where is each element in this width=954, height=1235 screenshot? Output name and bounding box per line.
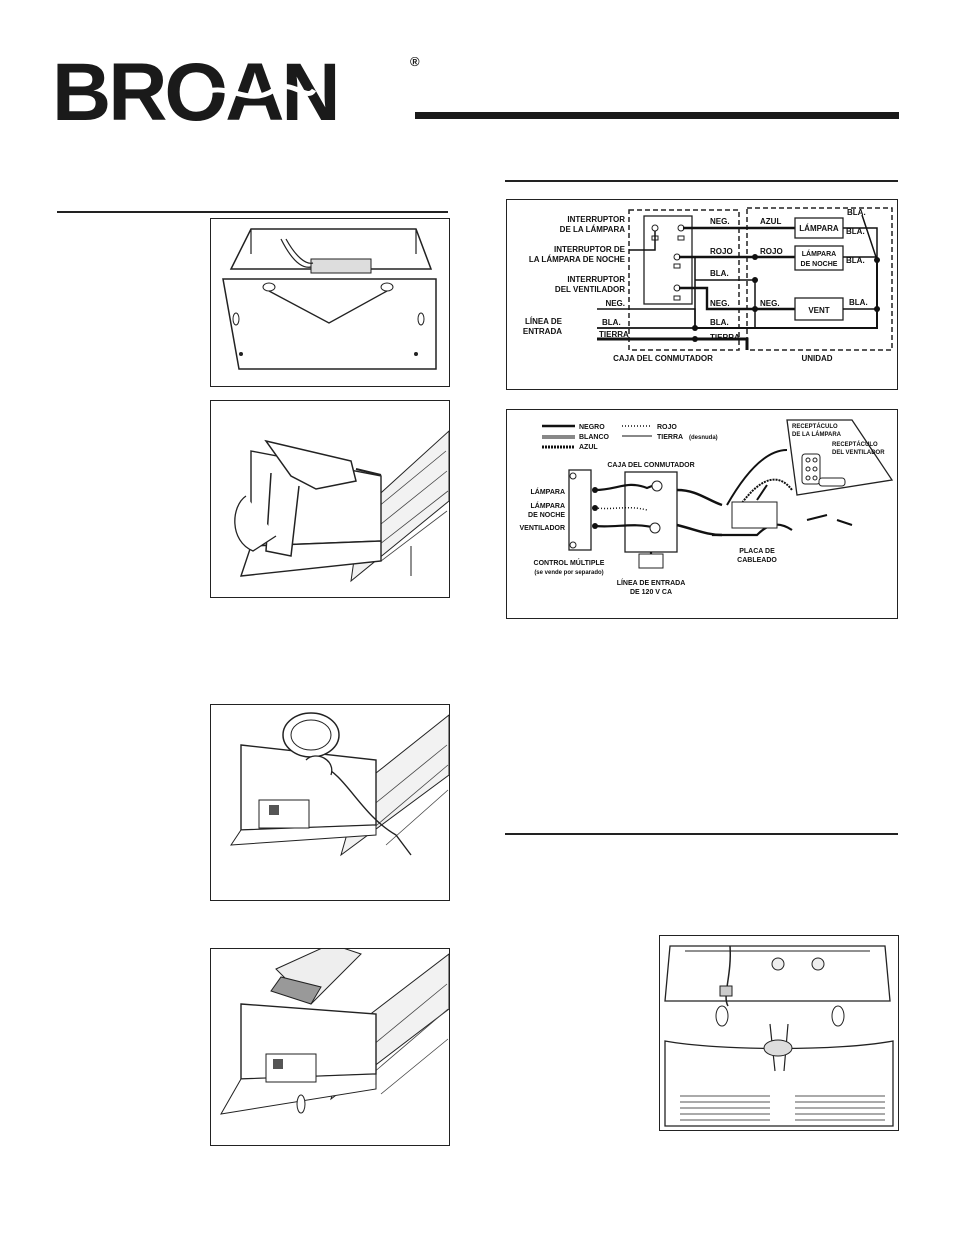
label-bla-unit-2: BLA. [846,227,865,236]
label-fan-switch-2: DEL VENTILADOR [555,285,625,294]
label-linea-2: DE 120 V CA [630,589,672,596]
illustration-duct-attached [210,943,450,1146]
section-unit: UNIDAD [801,354,832,363]
label-tierra-mid: TIERRA [710,333,740,342]
legend-negro: NEGRO [579,424,605,431]
right-section-rule-bottom [505,833,898,835]
component-vent: VENT [808,306,829,315]
label-bla-unit-top: BLA. [847,208,866,217]
component-night-lamp-2: DE NOCHE [801,261,838,268]
label-bla-left: BLA. [602,318,621,327]
illustration-drill-mounting [210,400,450,598]
legend-blanco: BLANCO [579,434,609,441]
label-lampara-noche-1: LÁMPARA [531,501,565,510]
label-bla-unit-3: BLA. [846,256,865,265]
label-rojo-mid: ROJO [710,247,733,256]
label-neg-top: NEG. [710,217,730,226]
illustration-duct-connector [210,704,450,901]
label-night-switch-2: LA LÁMPARA DE NOCHE [529,255,626,264]
label-recept-lampara-1: RECEPTÁCULO [792,423,838,430]
illustration-grille-hanging [659,935,899,1131]
label-recept-vent-2: DEL VENTILADOR [832,450,885,456]
label-caja: CAJA DEL CONMUTADOR [607,462,694,469]
header-bar [415,112,899,119]
label-ventilador: VENTILADOR [520,525,566,532]
label-line-in-1: LÍNEA DE [525,317,563,326]
label-linea-1: LÍNEA DE ENTRADA [617,578,686,587]
label-recept-lampara-2: DE LA LÁMPARA [792,431,842,438]
label-night-switch-1: INTERRUPTOR DE [554,245,626,254]
label-placa-1: PLACA DE [739,548,775,555]
label-lampara: LÁMPARA [531,487,565,496]
component-night-lamp-1: LÁMPARA [802,249,836,258]
legend-azul: AZUL [579,444,598,451]
registered-mark: ® [410,54,420,69]
right-section-rule-top [505,180,898,182]
label-recept-vent-1: RECEPTÁCULO [832,441,878,448]
label-neg-unit: NEG. [760,299,780,308]
label-lampara-noche-2: DE NOCHE [528,512,565,519]
illustration-housing-brackets [210,218,450,387]
label-fan-switch-1: INTERRUPTOR [567,275,625,284]
wiring-schematic: INTERRUPTOR DE LA LÁMPARA INTERRUPTOR DE… [506,199,898,390]
label-neg-left: NEG. [605,299,625,308]
label-tierra-left: TIERRA [599,330,629,339]
label-placa-2: CABLEADO [737,557,777,564]
label-bla-mid: BLA. [710,269,729,278]
broan-logo: BROAN ® [52,50,420,128]
label-neg-mid: NEG. [710,299,730,308]
legend-tierra: TIERRA [657,434,683,441]
label-lamp-switch-1: INTERRUPTOR [567,215,625,224]
left-section-rule [57,211,448,213]
label-rojo-unit: ROJO [760,247,783,256]
label-line-in-2: ENTRADA [523,327,562,336]
label-bla-unit-4: BLA. [849,298,868,307]
label-lamp-switch-2: DE LA LÁMPARA [560,225,626,234]
section-switch-box: CAJA DEL CONMUTADOR [613,354,713,363]
legend-tierra-note: (desnuda) [689,435,718,441]
label-control-1: CONTROL MÚLTIPLE [534,558,605,567]
label-bla-mid2: BLA. [710,318,729,327]
connection-diagram: NEGRO BLANCO AZUL ROJO TIERRA (desnuda) … [506,409,898,619]
label-azul: AZUL [760,217,781,226]
label-control-2: (se vende por separado) [534,570,603,576]
component-lamp: LÁMPARA [799,224,839,233]
legend-rojo: ROJO [657,424,677,431]
